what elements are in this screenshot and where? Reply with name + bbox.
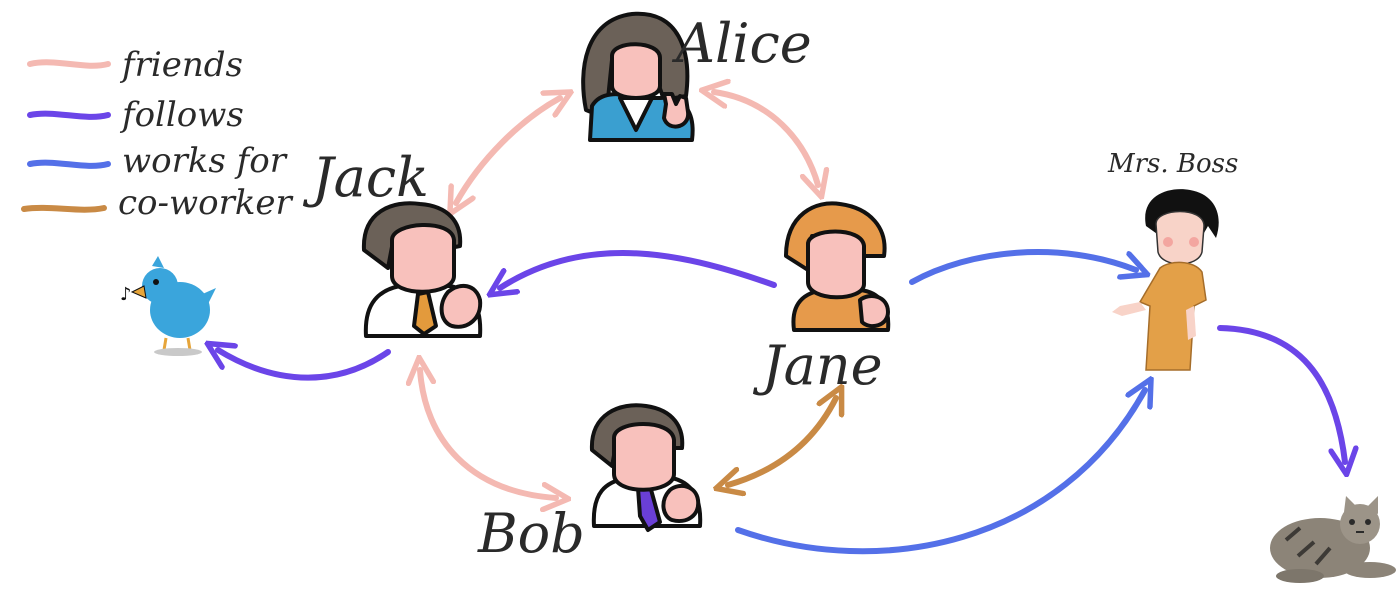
edge-boss-cat-follows xyxy=(1217,325,1345,462)
jack-avatar xyxy=(361,201,483,338)
legend-item-works-for: works for xyxy=(27,141,288,181)
legend-label-works-for: works for xyxy=(122,141,288,181)
alice-avatar xyxy=(581,11,695,142)
edge-alice-jane-friends xyxy=(714,92,818,185)
edge-jack-bob-friends xyxy=(420,370,556,498)
legend-label-follows: follows xyxy=(119,95,244,135)
jane-avatar xyxy=(784,201,891,332)
edge-jack-bird-follows xyxy=(218,350,391,381)
edge-jane-boss-works-for xyxy=(909,249,1136,285)
alice-name: Alice xyxy=(671,12,812,75)
legend-label-co-worker: co-worker xyxy=(118,183,294,223)
mrs-boss-name: Mrs. Boss xyxy=(1107,149,1238,179)
edge-jack-alice-friends xyxy=(456,98,560,203)
bob-name: Bob xyxy=(477,502,585,565)
bob-avatar xyxy=(589,403,703,532)
legend-item-follows: follows xyxy=(27,95,244,135)
edge-jane-jack-follows xyxy=(500,250,777,288)
cat-icon xyxy=(1270,496,1396,583)
edges xyxy=(218,92,1345,555)
jane-name: Jane xyxy=(752,334,883,397)
svg-text:♪: ♪ xyxy=(120,284,132,305)
edge-bob-boss-works-for xyxy=(735,390,1145,555)
legend-item-co-worker: co-worker xyxy=(21,183,294,223)
mrs-boss-figure xyxy=(1112,189,1219,371)
legend-item-friends: friends xyxy=(27,45,243,85)
jack-name: Jack xyxy=(302,146,429,209)
legend-label-friends: friends xyxy=(119,45,243,85)
edge-bob-jane-co-worker xyxy=(728,398,836,485)
twitter-bird-icon: ♪ xyxy=(120,256,216,356)
legend: friends follows works for co-worker xyxy=(21,45,294,223)
